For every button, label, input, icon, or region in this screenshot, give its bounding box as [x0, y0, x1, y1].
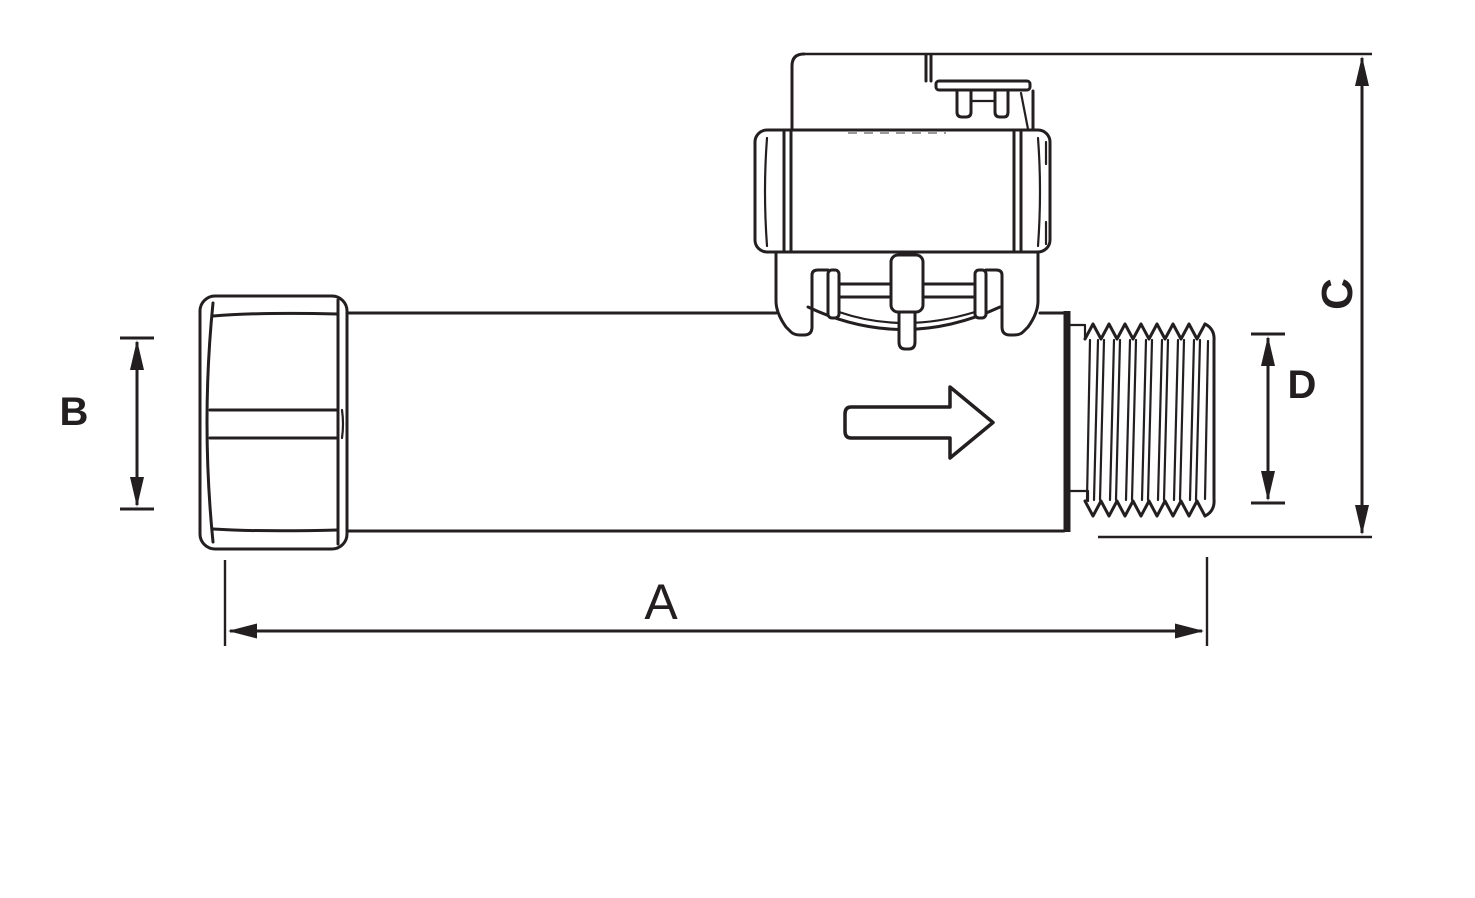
- band-outline: [753, 128, 1052, 254]
- cap-seal-plate: [934, 79, 1032, 92]
- dim-b-arrow-bottom: [130, 477, 144, 507]
- dimension-b: B: [60, 336, 154, 511]
- dimension-b-label: B: [60, 390, 89, 434]
- cap-top: [790, 52, 1035, 133]
- cap-skirt: [774, 250, 1040, 351]
- dimension-d-label: D: [1288, 363, 1317, 407]
- thread-crest-bottom: [1083, 499, 1207, 518]
- skirt-left-foot: [774, 250, 830, 337]
- thread-neck: [1068, 323, 1090, 503]
- crossbar-end-left: [826, 268, 841, 320]
- stem-block: [889, 253, 925, 314]
- crossbar-end-right: [973, 268, 988, 320]
- valve-body: [345, 311, 1071, 533]
- band-right-curve: [1036, 136, 1042, 248]
- cap-seal-tab-left: [955, 88, 973, 119]
- test-crossbar: [837, 282, 977, 299]
- dimension-d: D: [1251, 332, 1317, 505]
- cap-seal-tab-right: [993, 88, 1010, 119]
- dimension-c-label: C: [1313, 278, 1362, 310]
- dimension-c: C: [804, 52, 1372, 539]
- cap-right-shoulder: [1019, 91, 1030, 131]
- nut-bottom-facet-line: [211, 527, 340, 533]
- thread-crest-top: [1083, 322, 1207, 341]
- dimension-a: A: [223, 557, 1209, 646]
- flow-direction-arrow-icon: [843, 385, 995, 460]
- dim-a-arrow-right: [1175, 623, 1204, 639]
- nut-outline: [198, 294, 349, 551]
- dim-c-arrow-bottom: [1355, 505, 1369, 535]
- dimension-a-label: A: [644, 574, 678, 630]
- skirt-right-foot: [984, 250, 1040, 337]
- relief-cap-assembly: [753, 52, 1052, 351]
- stem-rod: [897, 310, 917, 351]
- dim-b-arrow-top: [130, 340, 144, 370]
- outlet-thread: [1068, 322, 1216, 518]
- thread-flank-lines: [1085, 338, 1210, 502]
- nut-left-inner-curve: [205, 301, 215, 544]
- thread-end-face: [1203, 322, 1216, 518]
- inlet-nut: [198, 294, 349, 551]
- dim-d-arrow-top: [1261, 336, 1275, 366]
- cap-left-edge: [790, 52, 806, 133]
- cap-band: [753, 128, 1052, 254]
- dim-c-arrow-top: [1355, 56, 1369, 86]
- band-left-curve: [763, 136, 769, 248]
- nut-top-facet-line: [211, 311, 340, 318]
- dim-d-arrow-bottom: [1261, 471, 1275, 501]
- nut-band-highlight: [340, 408, 345, 440]
- dim-a-arrow-left: [228, 623, 257, 639]
